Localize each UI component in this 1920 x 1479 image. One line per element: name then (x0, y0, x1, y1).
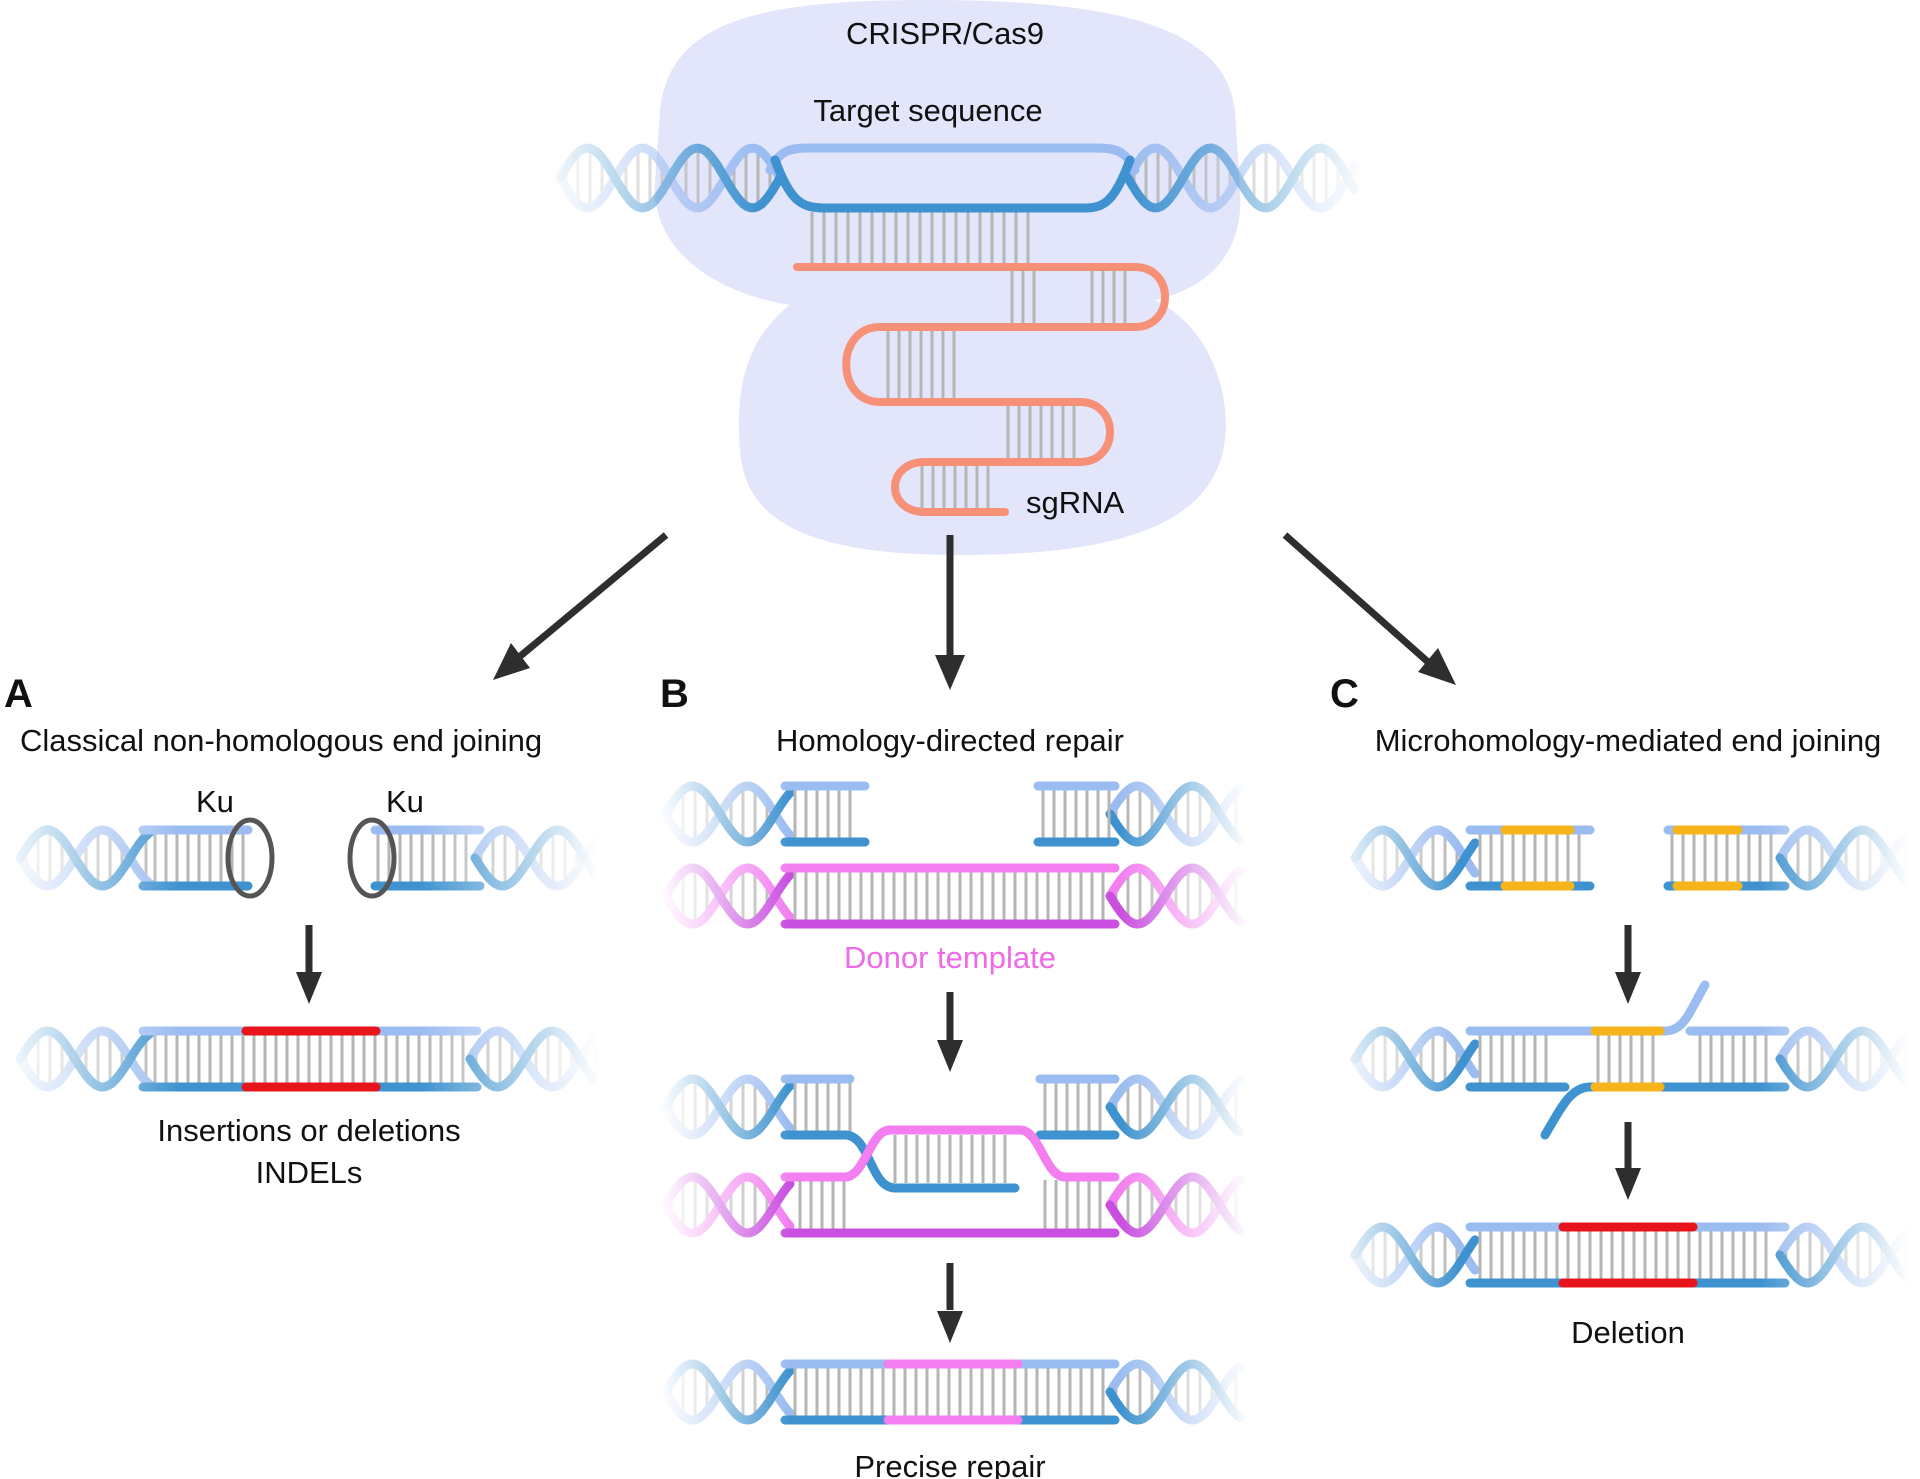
panel-c: C Microhomology-mediated end joining Del… (1330, 672, 1915, 1350)
nhej-broken-dna (15, 825, 605, 891)
strand-invasion (660, 1074, 1245, 1238)
panel-c-letter: C (1330, 672, 1359, 716)
mmej-deletion-dna (1350, 1222, 1915, 1288)
step-arrow-a (296, 925, 322, 1004)
target-strand-dark (770, 155, 1135, 213)
nhej-repaired-dna (15, 1026, 605, 1092)
arrow-to-panel-a (493, 532, 669, 680)
precise-repair-label: Precise repair (854, 1449, 1045, 1479)
target-strand-light (765, 143, 1140, 175)
sgrna-label: sgRNA (1026, 485, 1125, 520)
step-arrow-b1 (937, 992, 963, 1072)
donor-template-dna (660, 863, 1245, 929)
ku-ring-left (225, 817, 275, 899)
arrow-to-panel-b (935, 535, 965, 690)
hdr-broken-dna (660, 781, 1245, 847)
ku-ring-right (347, 817, 397, 899)
panel-a-letter: A (4, 672, 33, 716)
sgrna (793, 263, 1169, 516)
step-arrow-c2 (1615, 1122, 1641, 1200)
ku-label-left: Ku (196, 784, 234, 819)
panel-b-title: Homology-directed repair (776, 723, 1124, 758)
precise-repair-dna (660, 1359, 1245, 1425)
arrow-to-panel-c (1282, 532, 1456, 685)
panel-c-title: Microhomology-mediated end joining (1375, 723, 1882, 758)
ku-label-right: Ku (386, 784, 424, 819)
panel-a-title: Classical non-homologous end joining (20, 723, 542, 758)
panel-b-letter: B (660, 672, 689, 716)
microhomology-annealing (1350, 980, 1915, 1140)
step-arrow-c1 (1615, 925, 1641, 1004)
donor-template-label: Donor template (844, 940, 1056, 975)
target-dna (555, 143, 1360, 265)
cas9-protein (654, 0, 1241, 555)
indel-label-line1: Insertions or deletions (157, 1113, 460, 1148)
indel-label-line2: INDELs (256, 1155, 363, 1190)
cas9-title: CRISPR/Cas9 (846, 16, 1044, 51)
panel-b: B Homology-directed repair Donor templat… (660, 672, 1245, 1479)
panel-a: A Classical non-homologous end joining K… (4, 672, 605, 1190)
deletion-label: Deletion (1571, 1315, 1685, 1350)
step-arrow-b2 (937, 1263, 963, 1343)
sgrna-strand (793, 263, 1169, 516)
target-sequence-label: Target sequence (813, 93, 1042, 128)
mmej-broken-dna (1350, 825, 1915, 891)
